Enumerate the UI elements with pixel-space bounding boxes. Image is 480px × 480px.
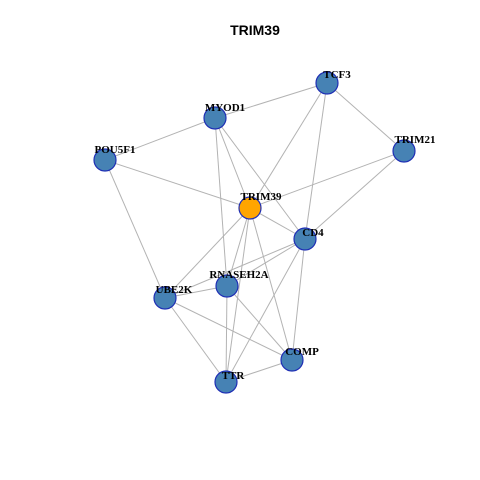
edge-myod1-rnaseh2a bbox=[214, 117, 228, 287]
node-trim39[interactable] bbox=[238, 196, 262, 220]
edge-tcf3-trim21 bbox=[326, 82, 405, 152]
edge-trim39-ube2k bbox=[164, 207, 251, 299]
edge-layer bbox=[104, 82, 405, 383]
node-tcf3[interactable] bbox=[315, 71, 339, 95]
graph-title: TRIM39 bbox=[230, 22, 280, 38]
node-label-ttr: TTR bbox=[222, 370, 246, 382]
edge-pou5f1-trim39 bbox=[104, 159, 251, 209]
edge-tcf3-cd4 bbox=[304, 82, 328, 240]
edge-rnaseh2a-ttr bbox=[225, 285, 228, 383]
edge-trim39-ttr bbox=[225, 207, 251, 383]
edge-myod1-pou5f1 bbox=[104, 117, 216, 161]
node-layer bbox=[93, 71, 416, 394]
node-ube2k[interactable] bbox=[153, 286, 177, 310]
edge-ube2k-comp bbox=[164, 297, 293, 361]
edge-myod1-trim39 bbox=[214, 117, 251, 209]
edge-cd4-ttr bbox=[225, 238, 306, 383]
edge-cd4-ube2k bbox=[164, 238, 306, 299]
edge-myod1-cd4 bbox=[214, 117, 306, 240]
node-label-myod1: MYOD1 bbox=[205, 102, 245, 114]
node-comp[interactable] bbox=[280, 348, 304, 372]
edge-tcf3-trim39 bbox=[249, 82, 328, 209]
edge-trim21-cd4 bbox=[304, 150, 405, 240]
edge-trim39-rnaseh2a bbox=[226, 207, 251, 287]
node-label-pou5f1: POU5F1 bbox=[95, 144, 136, 156]
node-label-trim21: TRIM21 bbox=[395, 134, 436, 146]
node-myod1[interactable] bbox=[203, 106, 227, 130]
node-trim21[interactable] bbox=[392, 139, 416, 163]
node-cd4[interactable] bbox=[293, 227, 317, 251]
node-label-ube2k: UBE2K bbox=[156, 284, 193, 296]
edge-rnaseh2a-comp bbox=[226, 285, 293, 361]
node-label-cd4: CD4 bbox=[302, 227, 324, 239]
node-label-tcf3: TCF3 bbox=[323, 69, 351, 81]
edge-pou5f1-ube2k bbox=[104, 159, 166, 299]
edge-cd4-rnaseh2a bbox=[226, 238, 306, 287]
node-label-comp: COMP bbox=[285, 346, 319, 358]
edge-trim39-comp bbox=[249, 207, 293, 361]
edge-trim21-trim39 bbox=[249, 150, 405, 209]
edge-myod1-tcf3 bbox=[214, 82, 328, 119]
node-label-trim39: TRIM39 bbox=[241, 191, 282, 203]
node-pou5f1[interactable] bbox=[93, 148, 117, 172]
node-ttr[interactable] bbox=[214, 370, 238, 394]
edge-cd4-comp bbox=[291, 238, 306, 361]
node-rnaseh2a[interactable] bbox=[215, 274, 239, 298]
node-label-rnaseh2a: RNASEH2A bbox=[209, 269, 268, 281]
edge-ube2k-ttr bbox=[164, 297, 227, 383]
